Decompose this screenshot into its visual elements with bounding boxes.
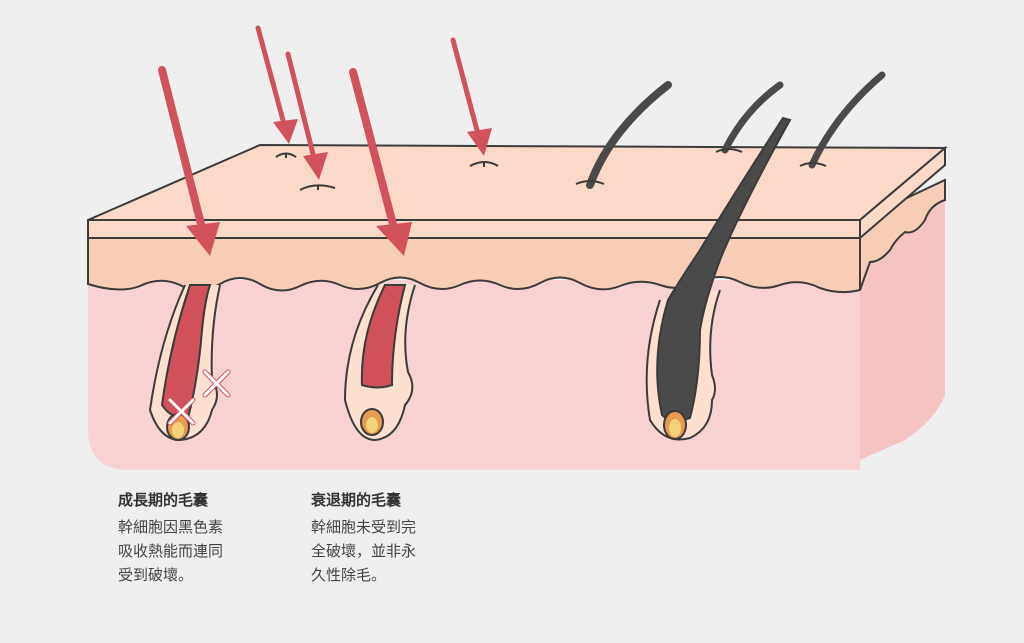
caption-catagen-line: 久性除毛。 — [311, 563, 416, 587]
caption-anagen-title: 成長期的毛囊 — [118, 488, 223, 512]
caption-anagen-line: 幹細胞因黑色素 — [118, 515, 223, 539]
caption-anagen-line: 受到破壞。 — [118, 563, 223, 587]
caption-catagen-title: 衰退期的毛囊 — [311, 488, 416, 512]
caption-anagen-line: 吸收熱能而連同 — [118, 539, 223, 563]
caption-catagen: 衰退期的毛囊 幹細胞未受到完 全破壞，並非永 久性除毛。 — [311, 488, 416, 587]
caption-anagen: 成長期的毛囊 幹細胞因黑色素 吸收熱能而連同 受到破壞。 — [118, 488, 223, 587]
down-right-arrow — [453, 40, 492, 156]
down-right-arrow — [258, 28, 298, 144]
caption-catagen-line: 全破壞，並非永 — [311, 539, 416, 563]
caption-catagen-line: 幹細胞未受到完 — [311, 515, 416, 539]
